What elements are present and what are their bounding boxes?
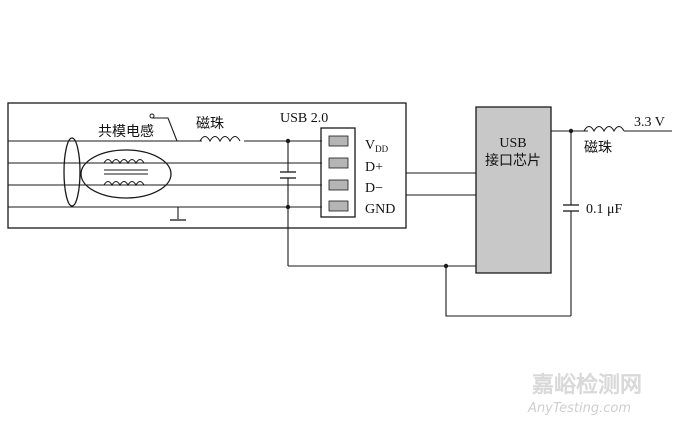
supply-voltage-label: 3.3 V — [634, 115, 665, 130]
usb-version-label: USB 2.0 — [280, 111, 328, 126]
watermark-cn: 嘉峪检测网 — [532, 372, 642, 398]
ferrite-bead-right-label: 磁珠 — [584, 140, 612, 156]
pin-label-dminus: D− — [365, 181, 383, 196]
ferrite-bead-right — [583, 125, 625, 133]
capacitor-value-label: 0.1 μF — [586, 202, 623, 217]
wire-return-loop — [445, 266, 571, 317]
pin-label-gnd: GND — [365, 202, 395, 217]
junction-dot-vdd — [285, 138, 291, 144]
usb-pin-gnd — [328, 200, 349, 212]
usb-interface-chip — [475, 106, 552, 274]
watermark-en: AnyTesting.com — [527, 401, 631, 416]
pin-label-vdd: VDD — [365, 138, 389, 154]
usb-pin-dplus — [328, 157, 349, 169]
junction-dot-return — [443, 263, 449, 269]
common-mode-choke-ellipse — [80, 149, 172, 199]
ferrite-bead-left — [199, 135, 241, 143]
usb-connector — [320, 127, 356, 218]
label-terminal-dot — [149, 113, 155, 119]
ferrite-bead-left-label: 磁珠 — [196, 116, 224, 132]
usb-pin-vdd — [328, 135, 349, 147]
chip-label-line1: USB — [499, 136, 526, 151]
junction-dot-gnd — [285, 204, 291, 210]
device-enclosure — [7, 102, 407, 229]
ferrite-bead-left-mask — [202, 134, 244, 144]
cable-shield-ellipse — [63, 137, 81, 207]
choke-coil-top — [103, 158, 145, 165]
choke-coil-bottom — [103, 180, 145, 187]
choke-label-lead — [152, 117, 178, 142]
pin-label-dplus: D+ — [365, 160, 383, 175]
chip-label-line2: 接口芯片 — [485, 152, 541, 169]
usb-pin-dminus — [328, 179, 349, 191]
common-mode-choke-label: 共模电感 — [98, 123, 154, 140]
